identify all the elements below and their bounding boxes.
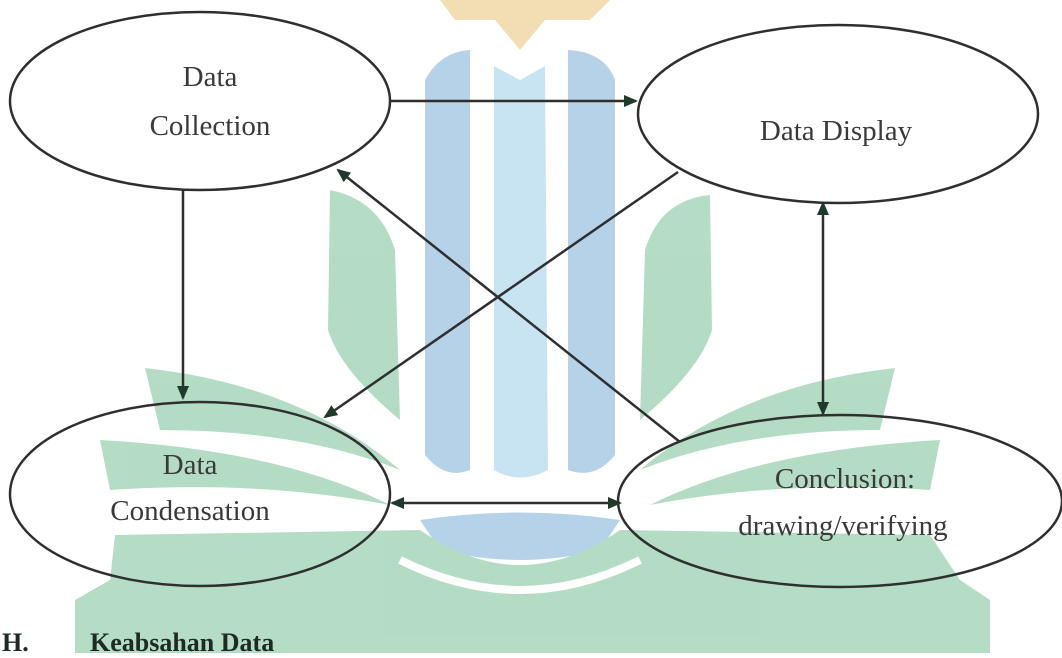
diagram-edges	[177, 95, 829, 509]
node-label-line: Condensation	[110, 495, 270, 527]
node-ellipse	[616, 413, 1062, 589]
node-label-line: drawing/verifying	[738, 510, 947, 542]
watermark-blue-pillar-left	[425, 50, 470, 473]
watermark-green-leaf-left	[328, 190, 400, 420]
node-label-line: Data Display	[760, 115, 913, 147]
watermark-blue-pillar-right	[568, 50, 615, 473]
node-conclusion: Conclusion: drawing/verifying	[616, 413, 1062, 589]
node-ellipse	[8, 400, 392, 588]
watermark-blue-wave	[420, 512, 620, 560]
watermark-blue-pillar-center	[494, 66, 548, 478]
watermark-green-leaf-right	[640, 195, 712, 420]
node-data-display: Data Display	[636, 23, 1040, 205]
watermark-green-sweep-left-1	[145, 368, 400, 470]
watermark-gold-shape	[440, 0, 610, 50]
node-data-collection: Data Collection	[8, 10, 392, 192]
edge-display-to-condensation	[323, 170, 679, 419]
watermark-green-sweep-left-2	[100, 440, 390, 505]
node-label-line: Collection	[150, 110, 271, 142]
watermark-green-sweep-right-2	[650, 440, 940, 505]
node-label-line: Data	[183, 61, 238, 93]
section-number: H.	[2, 628, 29, 657]
watermark-book-fold	[398, 556, 642, 594]
node-ellipse	[636, 23, 1040, 205]
node-data-condensation: Data Condensation	[8, 400, 392, 588]
node-label-line: Data	[163, 449, 218, 481]
edge-conclusion-to-collection	[336, 168, 681, 443]
node-ellipse	[8, 10, 392, 192]
university-logo-watermark	[75, 0, 990, 653]
section-title: Keabsahan Data	[90, 628, 275, 657]
node-label-line: Conclusion:	[775, 463, 915, 495]
